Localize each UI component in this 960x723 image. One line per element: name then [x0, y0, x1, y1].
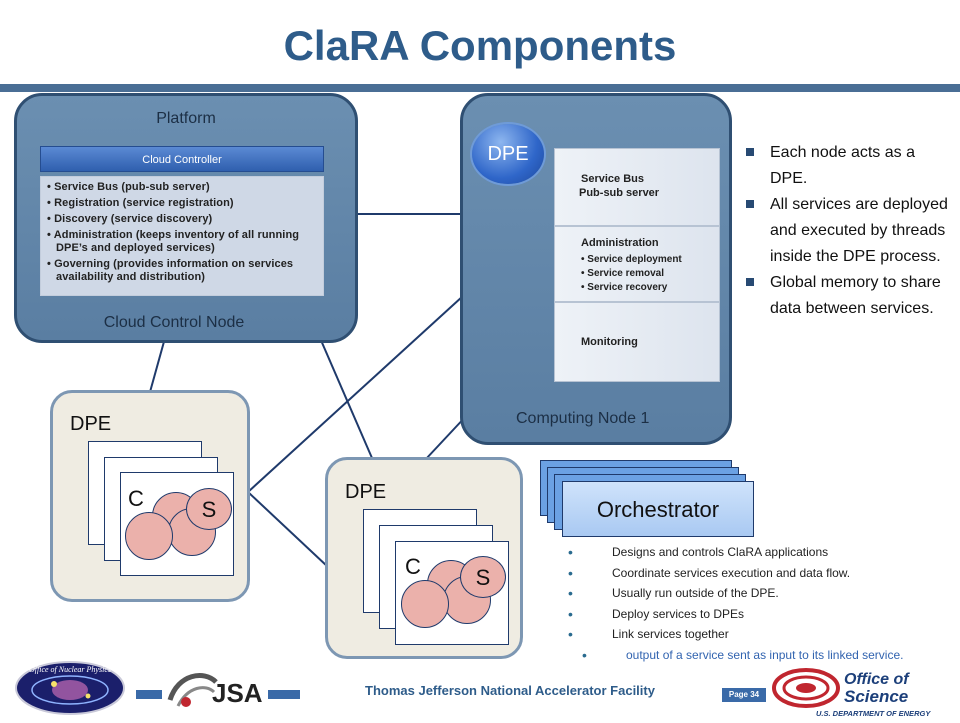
- page-number: Page 34: [722, 688, 766, 702]
- service-bus-box: Service Bus Pub-sub server: [554, 148, 720, 226]
- dpe-mid-title: DPE: [345, 481, 387, 503]
- administration-box: Administration Service deployment Servic…: [554, 226, 720, 302]
- nuclear-physics-logo-icon: Office of Nuclear Physics: [15, 661, 125, 715]
- title-divider: [0, 84, 960, 92]
- cloud-controller-list: Service Bus (pub-sub server) Registratio…: [47, 181, 317, 284]
- list-item: Registration (service registration): [47, 197, 317, 210]
- list-item: Link services together: [568, 624, 960, 645]
- notes-list: Each node acts as a DPE. All services ar…: [738, 140, 952, 322]
- logo-line-1: Office of: [844, 671, 910, 688]
- list-item: Service removal: [581, 267, 682, 281]
- list-item: Usually run outside of the DPE.: [568, 583, 960, 604]
- nuclear-physics-logo: Office of Nuclear Physics: [14, 660, 126, 716]
- service-bus-label: Service Bus: [581, 173, 644, 185]
- monitoring-label: Monitoring: [581, 336, 638, 348]
- administration-list: Service deployment Service removal Servi…: [581, 253, 682, 295]
- container-circle: [125, 512, 173, 560]
- pub-sub-label: Pub-sub server: [579, 187, 660, 199]
- link-dpe-left-computing: [247, 295, 464, 493]
- cloud-control-node-label: Cloud Control Node: [103, 314, 245, 331]
- logo-line-2: Science: [844, 687, 908, 706]
- nuclear-physics-logo-text: Office of Nuclear Physics: [29, 665, 111, 674]
- link-dpe-left-dpe-mid: [247, 491, 329, 568]
- orchestrator-box: Orchestrator: [562, 481, 754, 537]
- orchestrator-list: Designs and controls ClaRA applications …: [568, 542, 960, 665]
- service-circle: S: [186, 488, 232, 530]
- monitoring-box: Monitoring: [554, 302, 720, 382]
- footer-organization: Thomas Jefferson National Accelerator Fa…: [365, 683, 655, 698]
- slide-title: ClaRA Components: [283, 22, 677, 69]
- container-label: C: [405, 554, 421, 579]
- list-item: Service deployment: [581, 253, 681, 267]
- cloud-controller-header: Cloud Controller: [40, 146, 324, 172]
- list-item: All services are deployed and executed b…: [738, 192, 952, 270]
- container-label: C: [128, 486, 144, 511]
- list-item: Designs and controls ClaRA applications: [568, 542, 960, 563]
- jsa-logo: JSA: [164, 666, 268, 714]
- list-item: Each node acts as a DPE.: [738, 140, 952, 192]
- list-item: Governing (provides information on servi…: [47, 258, 317, 284]
- logo-line-3: U.S. DEPARTMENT OF ENERGY: [816, 709, 931, 718]
- dpe-left-title: DPE: [70, 413, 112, 435]
- link-cloud-dpe-mid: [319, 337, 373, 459]
- computing-node-label: Computing Node 1: [516, 410, 650, 427]
- jsa-logo-text: JSA: [212, 678, 263, 708]
- service-circle: S: [460, 556, 506, 598]
- list-item: Service Bus (pub-sub server): [47, 181, 317, 194]
- dpe-badge: DPE: [472, 124, 544, 184]
- administration-label: Administration: [581, 237, 659, 249]
- list-sub-item: output of a service sent as input to its…: [568, 645, 960, 666]
- link-cloud-dpe-left: [149, 337, 166, 393]
- list-item: Discovery (service discovery): [47, 213, 317, 226]
- office-of-science-logo: Office of Science U.S. DEPARTMENT OF ENE…: [772, 666, 956, 718]
- list-item: Administration (keeps inventory of all r…: [47, 229, 317, 255]
- list-item: Service recovery: [581, 281, 682, 295]
- list-item: Deploy services to DPEs: [568, 604, 960, 625]
- list-item: Coordinate services execution and data f…: [568, 563, 960, 584]
- list-item: Global memory to share data between serv…: [738, 270, 952, 322]
- container-circle: [401, 580, 449, 628]
- office-of-science-logo-icon: Office of Science U.S. DEPARTMENT OF ENE…: [772, 668, 931, 718]
- jsa-logo-icon: JSA: [167, 673, 263, 708]
- platform-label: Platform: [156, 110, 216, 127]
- cloud-controller-panel: Service Bus (pub-sub server) Registratio…: [40, 176, 324, 296]
